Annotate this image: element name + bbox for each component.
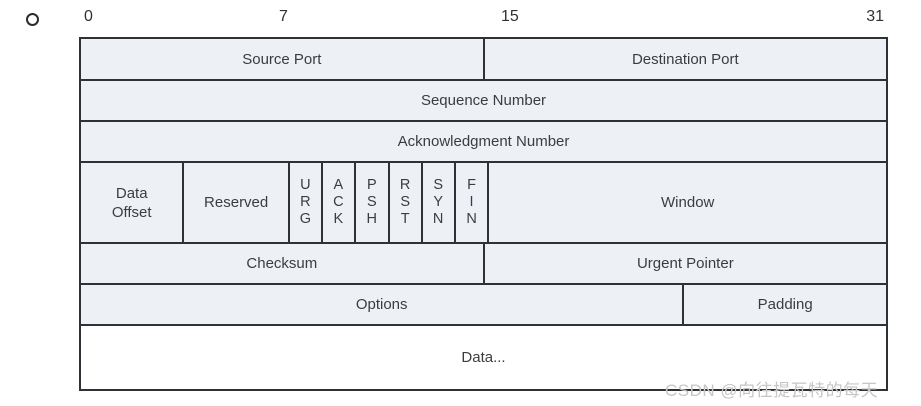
list-bullet-circle-icon: [26, 13, 39, 26]
field-destination-port: Destination Port: [482, 39, 886, 79]
field-data-offset: Data Offset: [81, 163, 183, 242]
field-reserved: Reserved: [182, 163, 288, 242]
field-label: Sequence Number: [420, 92, 547, 109]
field-label: Source Port: [242, 50, 322, 68]
field-label: Checksum: [246, 255, 318, 272]
field-label: Reserved: [204, 194, 269, 211]
flag-letter: H: [366, 211, 378, 227]
tcp-field-row: Sequence Number: [81, 79, 886, 120]
flag-letter: N: [432, 211, 444, 227]
bit-position-label: 7: [279, 8, 288, 25]
field-label: Options: [355, 296, 408, 313]
flag-letter: C: [333, 194, 344, 210]
csdn-watermark: CSDN @向往提瓦特的每天: [665, 381, 879, 400]
flag-letter: S: [433, 177, 443, 193]
flag-letter: R: [399, 177, 411, 193]
flag-letter: P: [366, 177, 377, 193]
field-label: Urgent Pointer: [636, 255, 734, 272]
tcp-field-row: Options Padding: [81, 283, 886, 324]
tcp-field-row: Source Port Destination Port: [81, 39, 886, 79]
bit-ruler: 0 7 15 31: [79, 6, 888, 32]
flag-letter: N: [466, 211, 477, 227]
field-data: Data...: [81, 326, 886, 389]
tcp-field-row: Acknowledgment Number: [81, 120, 886, 161]
flag-letter: I: [469, 194, 474, 210]
tcp-field-row: Checksum Urgent Pointer: [81, 242, 886, 283]
field-options: Options: [81, 285, 683, 324]
field-urgent-pointer: Urgent Pointer: [482, 244, 886, 283]
field-window: Window: [487, 163, 886, 242]
flag-letter: K: [333, 211, 344, 227]
field-acknowledgment-number: Acknowledgment Number: [81, 122, 886, 161]
flag-letter: S: [366, 194, 377, 210]
bit-position-label: 0: [84, 8, 93, 25]
field-label: Data Offset: [111, 184, 152, 221]
field-padding: Padding: [682, 285, 886, 324]
field-label: Window: [661, 194, 715, 211]
bit-position-label: 15: [501, 8, 519, 25]
field-label: Data...: [461, 349, 506, 366]
flag-letter: A: [333, 177, 344, 193]
field-label: Acknowledgment Number: [397, 133, 570, 150]
field-label: Padding: [757, 296, 813, 313]
flag-letter: U: [300, 177, 311, 193]
flag-letter: G: [299, 211, 312, 227]
tcp-field-row: Data...: [81, 324, 886, 389]
field-checksum: Checksum: [81, 244, 483, 283]
field-label: Destination Port: [631, 50, 739, 68]
flag-letter: R: [300, 194, 311, 210]
flag-letter: F: [467, 177, 476, 193]
flag-letter: T: [400, 211, 410, 227]
flag-letter: S: [400, 194, 410, 210]
field-source-port: Source Port: [81, 39, 483, 79]
field-sequence-number: Sequence Number: [81, 81, 886, 120]
flag-letter: Y: [433, 194, 443, 210]
bit-position-label: 31: [866, 8, 884, 25]
